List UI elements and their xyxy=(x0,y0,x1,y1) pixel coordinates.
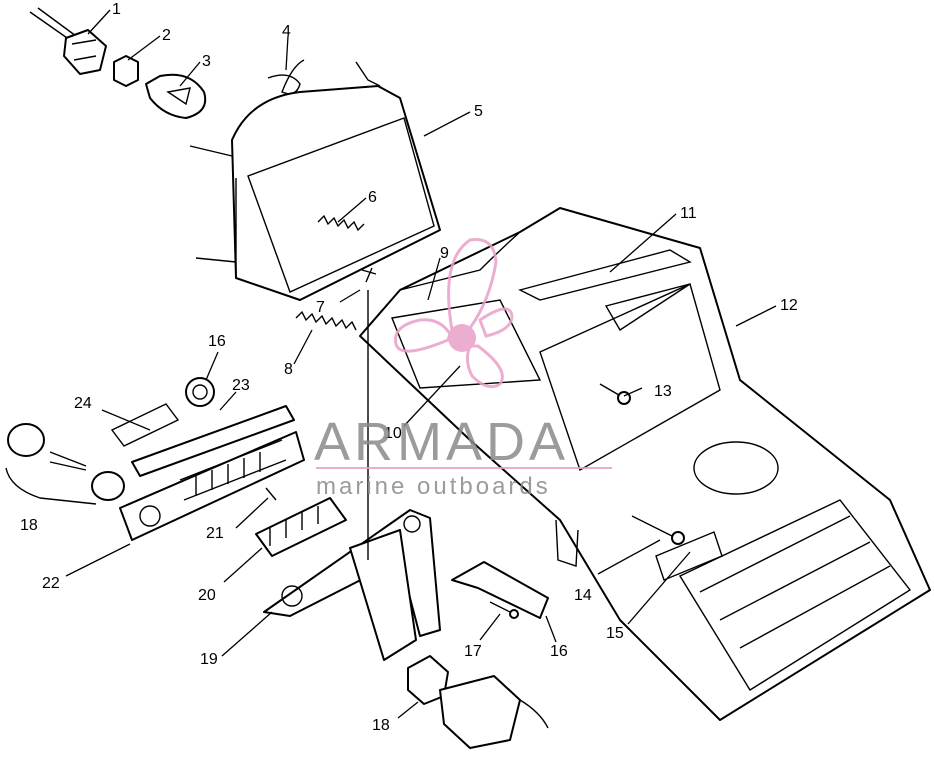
watermark-propeller-blade-left xyxy=(394,318,452,353)
callout-labels: 1 2 3 4 5 6 7 8 9 10 11 12 13 14 15 16 2… xyxy=(20,1,798,734)
callout-10: 10 xyxy=(384,425,402,442)
callout-15: 15 xyxy=(606,625,624,642)
callout-1: 1 xyxy=(112,1,121,18)
callout-16-upper: 16 xyxy=(208,333,226,350)
callout-19: 19 xyxy=(200,651,218,668)
callout-21: 21 xyxy=(206,525,224,542)
callout-4: 4 xyxy=(282,23,291,40)
hood-panel xyxy=(359,207,931,721)
watermark-propeller-blade-upper-right xyxy=(478,307,514,338)
callout-7: 7 xyxy=(316,299,325,316)
watermark-brand: ARMADA xyxy=(314,412,569,472)
callout-3: 3 xyxy=(202,53,211,70)
callout-12: 12 xyxy=(780,297,798,314)
callout-23: 23 xyxy=(232,377,250,394)
watermark: ARMADA marine outboards xyxy=(314,237,612,500)
callout-24: 24 xyxy=(74,395,92,412)
callout-17: 17 xyxy=(464,643,482,660)
callout-2: 2 xyxy=(162,27,171,44)
watermark-logo xyxy=(394,237,514,389)
callout-5: 5 xyxy=(474,103,483,120)
callout-13: 13 xyxy=(654,383,672,400)
watermark-tagline: marine outboards xyxy=(316,473,551,500)
callout-6: 6 xyxy=(368,189,377,206)
watermark-propeller-blade-top xyxy=(447,237,498,332)
callout-18-left: 18 xyxy=(20,517,38,534)
callout-11: 11 xyxy=(680,205,697,222)
callout-22: 22 xyxy=(42,575,60,592)
callout-20: 20 xyxy=(198,587,216,604)
leader-lines xyxy=(65,9,777,719)
watermark-propeller-hub xyxy=(448,324,476,352)
callout-16-lower: 16 xyxy=(550,643,568,660)
callout-14: 14 xyxy=(574,587,592,604)
switch-panel-assembly xyxy=(5,290,549,749)
headlight-assembly xyxy=(29,7,441,331)
callout-18-lower: 18 xyxy=(372,717,390,734)
watermark-propeller-blade-right xyxy=(465,344,504,389)
callout-9: 9 xyxy=(440,245,449,262)
callout-8: 8 xyxy=(284,361,293,378)
